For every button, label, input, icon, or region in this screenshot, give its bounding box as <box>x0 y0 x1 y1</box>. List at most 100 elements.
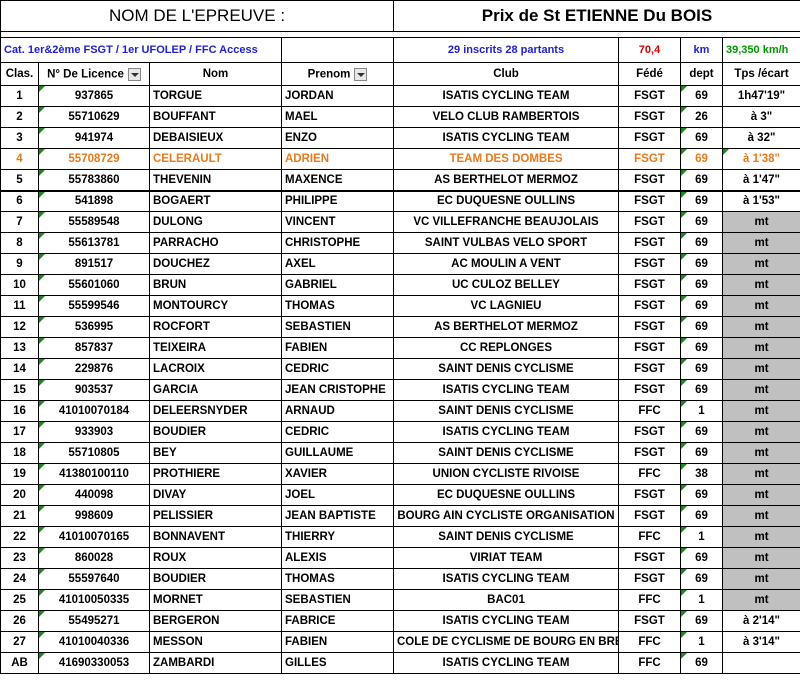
firstname-cell: CEDRIC <box>281 421 394 443</box>
lastname-cell: MONTOURCY <box>149 295 282 317</box>
lastname-cell: BERGERON <box>149 610 282 632</box>
time-cell: mt <box>722 442 800 464</box>
time-cell: 1h47'19" <box>722 85 800 107</box>
rank-cell: 7 <box>0 211 39 233</box>
licence-cell: 857837 <box>38 337 150 359</box>
rank-cell: 8 <box>0 232 39 254</box>
dept-cell: 69 <box>680 652 723 674</box>
rank-cell: 2 <box>0 106 39 128</box>
rank-cell: 17 <box>0 421 39 443</box>
lastname-cell: MESSON <box>149 631 282 653</box>
licence-cell: 536995 <box>38 316 150 338</box>
average-speed: 39,350 km/h <box>722 37 800 63</box>
rank-cell: 24 <box>0 568 39 590</box>
federation-cell: FFC <box>618 589 681 611</box>
rank-cell: 15 <box>0 379 39 401</box>
club-cell: TEAM DES DOMBES <box>393 148 619 170</box>
firstname-cell: JORDAN <box>281 85 394 107</box>
lastname-cell: PARRACHO <box>149 232 282 254</box>
firstname-cell: XAVIER <box>281 463 394 485</box>
club-cell: EC DUQUESNE OULLINS <box>393 189 619 212</box>
time-cell: mt <box>722 358 800 380</box>
licence-cell: 41010070184 <box>38 400 150 422</box>
rank-cell: 20 <box>0 484 39 506</box>
club-cell: AS BERTHELOT MERMOZ <box>393 316 619 338</box>
federation-cell: FFC <box>618 400 681 422</box>
col-header-clas: Clas. <box>0 62 39 86</box>
federation-cell: FSGT <box>618 211 681 233</box>
dept-cell: 69 <box>680 484 723 506</box>
licence-cell: 41010040336 <box>38 631 150 653</box>
licence-cell: 41010070165 <box>38 526 150 548</box>
federation-cell: FSGT <box>618 295 681 317</box>
filter-dropdown-icon[interactable] <box>127 67 141 81</box>
dept-cell: 69 <box>680 148 723 170</box>
federation-cell: FSGT <box>618 505 681 527</box>
time-cell: mt <box>722 400 800 422</box>
lastname-cell: ROCFORT <box>149 316 282 338</box>
federation-cell: FSGT <box>618 358 681 380</box>
federation-cell: FSGT <box>618 316 681 338</box>
time-cell: mt <box>722 505 800 527</box>
col-header-club: Club <box>393 62 619 86</box>
federation-cell: FSGT <box>618 274 681 296</box>
filter-dropdown-icon[interactable] <box>354 67 368 81</box>
lastname-cell: DEBAISIEUX <box>149 127 282 149</box>
club-cell: CC REPLONGES <box>393 337 619 359</box>
firstname-cell: CHRISTOPHE <box>281 232 394 254</box>
time-cell: mt <box>722 295 800 317</box>
lastname-cell: GARCIA <box>149 379 282 401</box>
federation-cell: FSGT <box>618 379 681 401</box>
time-cell: mt <box>722 379 800 401</box>
federation-cell: FSGT <box>618 127 681 149</box>
federation-cell: FFC <box>618 463 681 485</box>
rank-cell: 25 <box>0 589 39 611</box>
dept-cell: 69 <box>680 505 723 527</box>
entrants-label: 29 inscrits 28 partants <box>393 37 619 63</box>
time-cell: mt <box>722 421 800 443</box>
category-label: Cat. 1er&2ème FSGT / 1er UFOLEP / FFC Ac… <box>0 37 282 63</box>
dept-cell: 1 <box>680 589 723 611</box>
time-cell: mt <box>722 547 800 569</box>
club-cell: ISATIS CYCLING TEAM <box>393 85 619 107</box>
dept-cell: 69 <box>680 610 723 632</box>
club-cell: EC DUQUESNE OULLINS <box>393 484 619 506</box>
lastname-cell: DULONG <box>149 211 282 233</box>
rank-cell: 18 <box>0 442 39 464</box>
time-cell: mt <box>722 589 800 611</box>
distance-value: 70,4 <box>618 37 681 63</box>
licence-cell: 55597640 <box>38 568 150 590</box>
club-cell: ISATIS CYCLING TEAM <box>393 379 619 401</box>
licence-cell: 55589548 <box>38 211 150 233</box>
lastname-cell: TORGUE <box>149 85 282 107</box>
lastname-cell: BRUN <box>149 274 282 296</box>
club-cell: ISATIS CYCLING TEAM <box>393 568 619 590</box>
licence-cell: 998609 <box>38 505 150 527</box>
club-cell: BAC01 <box>393 589 619 611</box>
licence-cell: 891517 <box>38 253 150 275</box>
firstname-cell: ALEXIS <box>281 547 394 569</box>
time-cell: à 1'53" <box>722 189 800 212</box>
federation-cell: FSGT <box>618 253 681 275</box>
firstname-cell: SEBASTIEN <box>281 316 394 338</box>
dept-cell: 69 <box>680 274 723 296</box>
licence-cell: 860028 <box>38 547 150 569</box>
rank-cell: 6 <box>0 189 39 212</box>
dept-cell: 69 <box>680 189 723 212</box>
federation-cell: FSGT <box>618 189 681 212</box>
licence-cell: 41690330053 <box>38 652 150 674</box>
